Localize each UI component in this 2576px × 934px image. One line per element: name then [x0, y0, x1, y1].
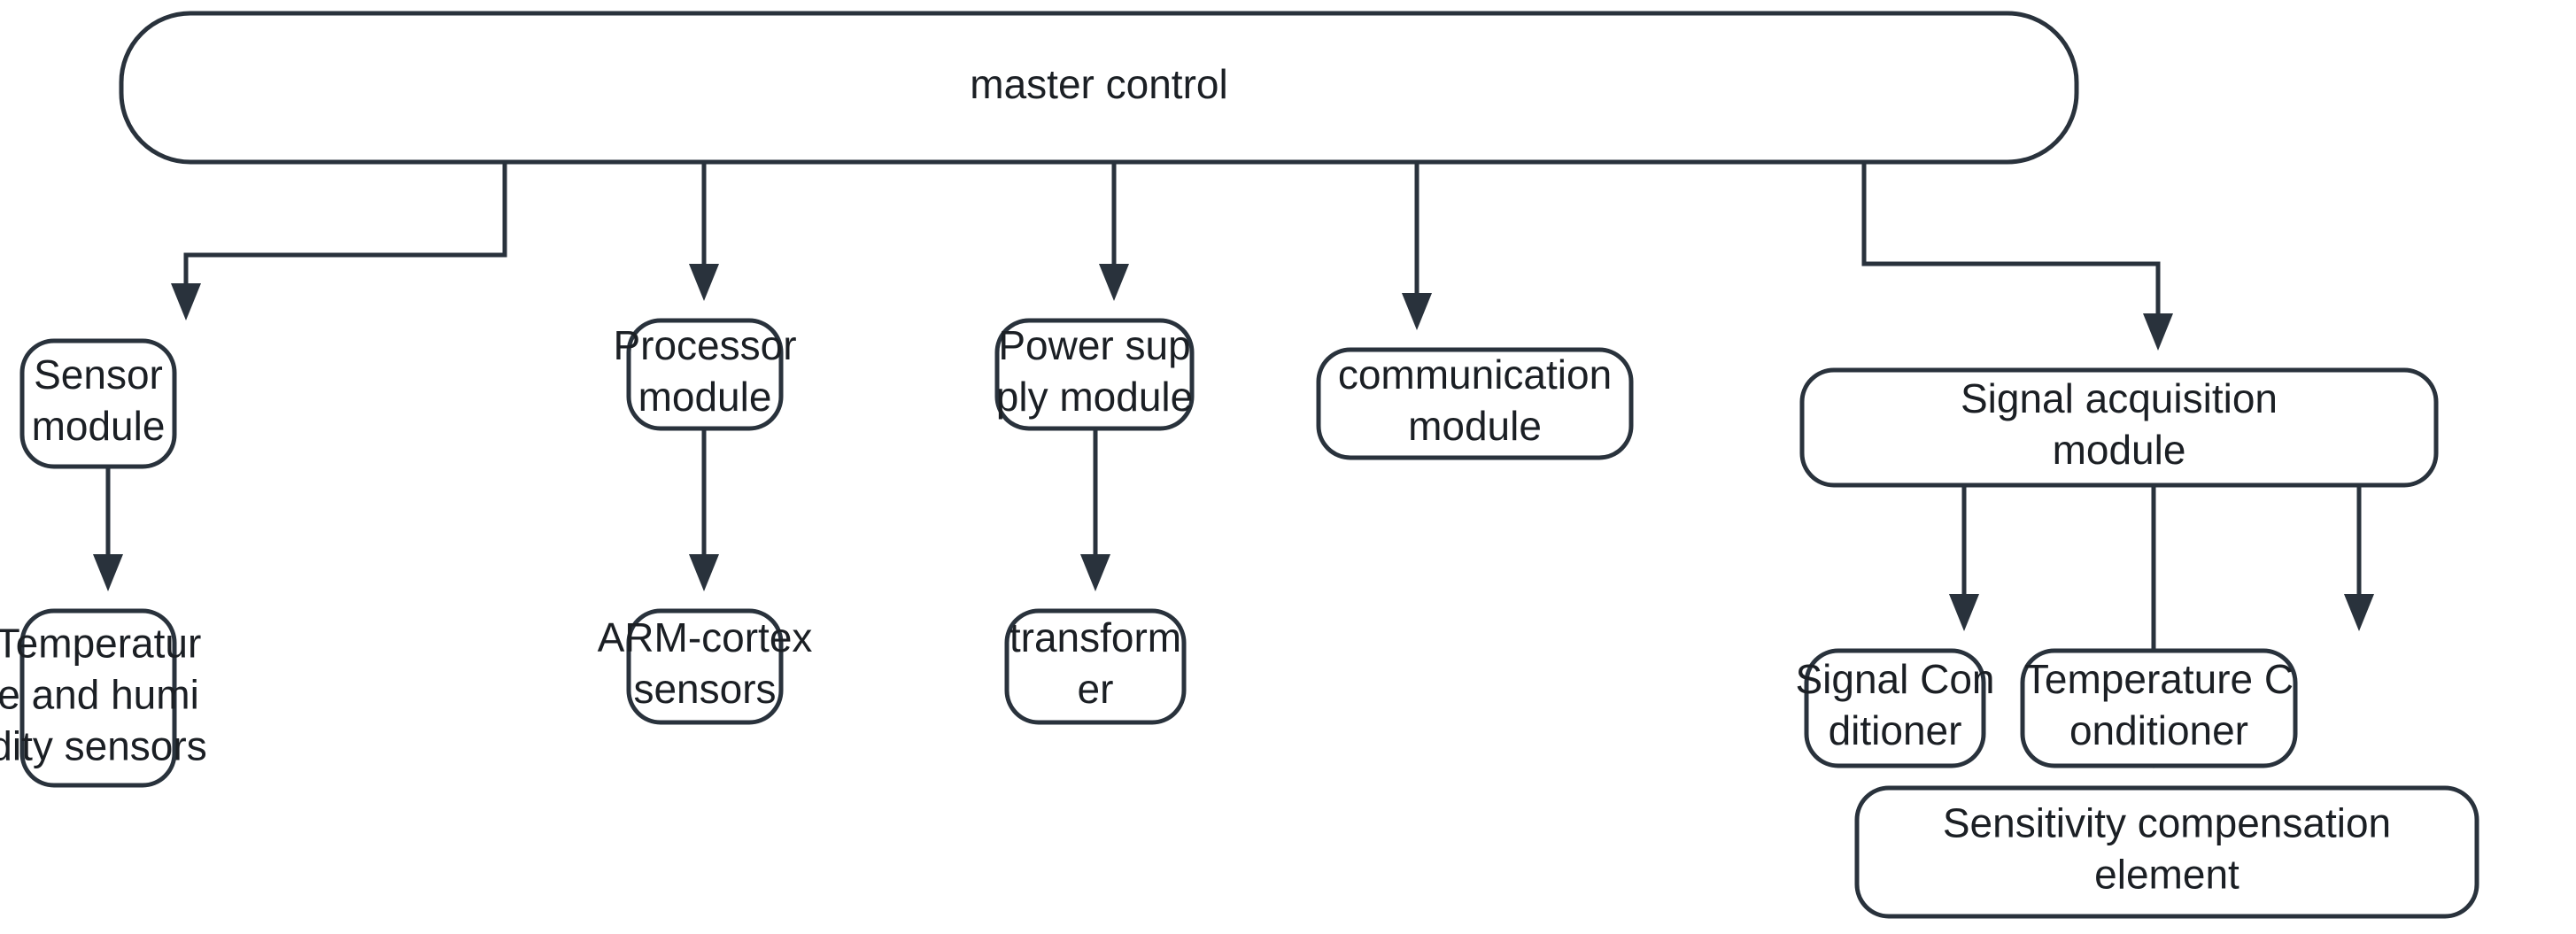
node-shape-temperature-conditioner — [2020, 648, 2298, 768]
node-shape-transformer — [1004, 608, 1187, 725]
node-shape-power-supply-module — [994, 318, 1195, 431]
node-shape-processor-module — [626, 318, 784, 431]
edge-master-to-signal-acquisition — [1861, 162, 2173, 351]
arrow-head-icon — [1099, 264, 1129, 301]
arrow-head-icon — [2143, 313, 2173, 351]
edge-processor-to-arm-cortex — [689, 428, 719, 591]
edge-power-supply-to-transformer — [1080, 428, 1110, 591]
node-shape-communication-module — [1316, 347, 1634, 460]
arrow-head-icon — [1949, 594, 1979, 631]
node-shape-sensor-module — [19, 338, 177, 469]
edge-master-to-communication — [1402, 162, 1432, 330]
edge-master-to-processor — [689, 162, 719, 301]
node-shape-master-control — [119, 11, 2079, 165]
node-shape-signal-conditioner — [1804, 648, 1986, 768]
arrow-head-icon — [1402, 293, 1432, 330]
edge-line — [183, 162, 507, 283]
node-label-master-control: master control — [970, 61, 1227, 107]
arrow-head-icon — [689, 264, 719, 301]
arrow-head-icon — [1080, 554, 1110, 591]
node-shape-temperature-humidity-sensors — [19, 608, 177, 788]
node-shape-sensitivity-compensation-element — [1854, 785, 2479, 919]
edge-signal-acquisition-to-signal-conditioner — [1949, 485, 1979, 631]
arrow-head-icon — [689, 554, 719, 591]
edge-master-to-sensor — [171, 162, 507, 320]
edge-sensor-to-temperature-humidity — [93, 467, 123, 591]
node-master-control[interactable]: master control — [119, 11, 2079, 165]
edge-master-to-power-supply — [1099, 162, 1129, 301]
node-shape-signal-acquisition-module — [1799, 367, 2439, 488]
edge-signal-acquisition-to-temperature-conditioner — [2344, 485, 2374, 631]
edge-line — [1861, 162, 2161, 313]
arrow-head-icon — [171, 283, 201, 320]
node-shape-arm-cortex-sensors — [626, 608, 784, 725]
arrow-head-icon — [93, 554, 123, 591]
arrow-head-icon — [2344, 594, 2374, 631]
edges-layer — [93, 162, 2374, 768]
